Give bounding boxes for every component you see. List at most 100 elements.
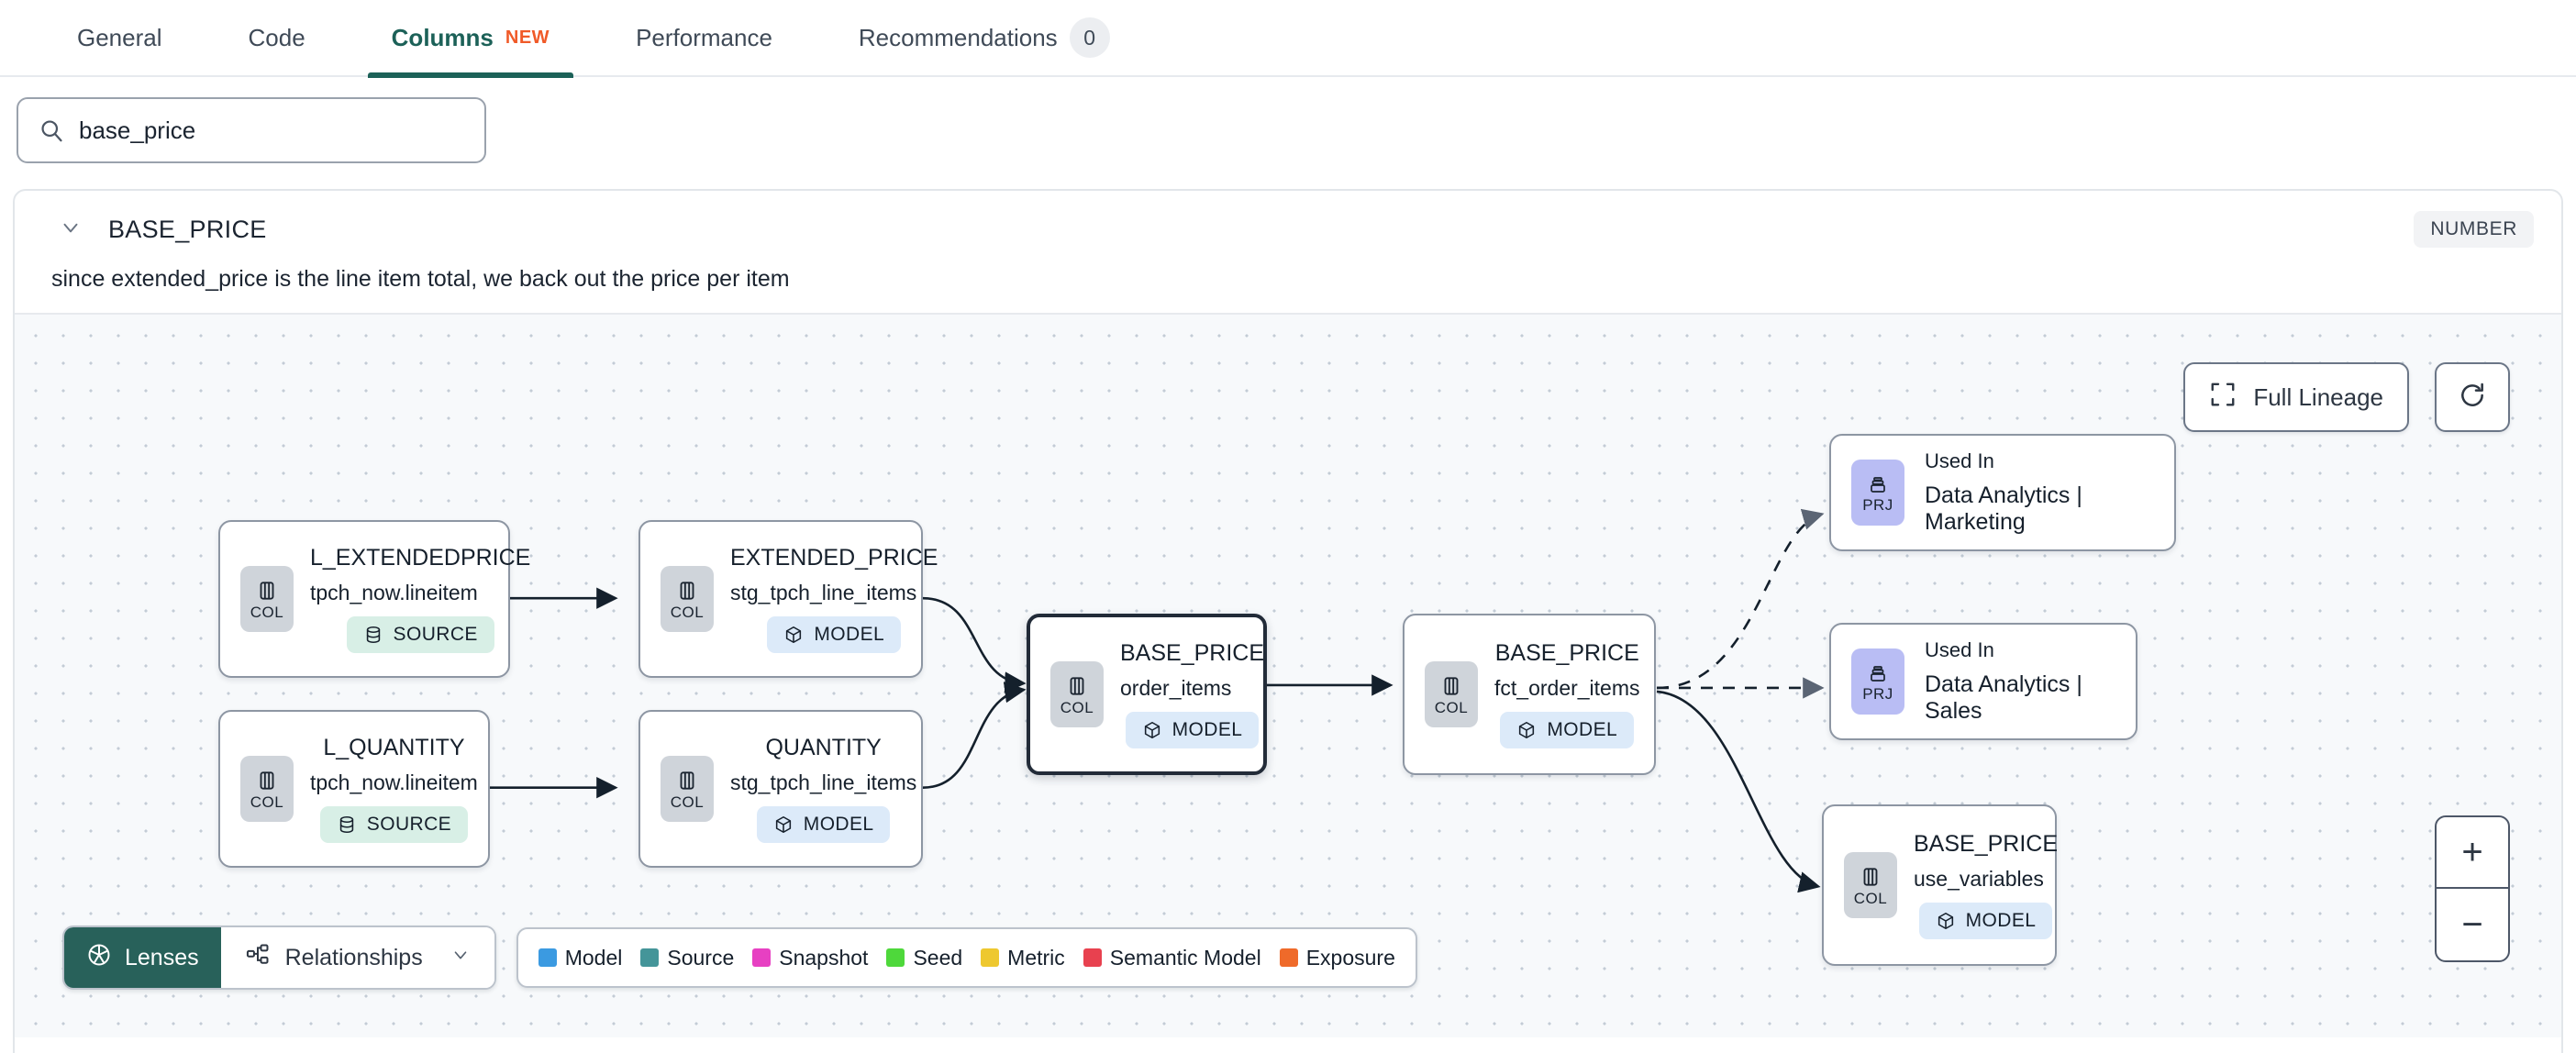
search-icon — [39, 117, 64, 143]
tab-label: General — [77, 23, 162, 51]
tab-code[interactable]: Code — [225, 0, 329, 76]
tab-general[interactable]: General — [53, 0, 186, 76]
column-icon: COL — [1425, 661, 1478, 727]
zoom-out-button[interactable]: − — [2461, 903, 2483, 945]
expand-icon — [2209, 381, 2237, 415]
node-pill-label: MODEL — [1965, 910, 2037, 931]
legend-item-exposure: Exposure — [1279, 945, 1395, 970]
legend-swatch — [1083, 948, 1102, 967]
project-icon: PRJ — [1851, 648, 1904, 715]
legend-label: Model — [564, 945, 623, 970]
node-subtitle: tpch_now.lineitem — [310, 770, 478, 794]
canvas-bottom-bar: Lenses Relationships — [62, 926, 1417, 990]
chevron-down-icon[interactable] — [450, 945, 471, 970]
lineage-canvas[interactable]: Full Lineage + − COL L_EXTENDEDP — [15, 313, 2561, 1037]
node-pill-label: MODEL — [1547, 719, 1618, 740]
cube-icon — [786, 626, 802, 644]
node-subtitle: Data Analytics | Marketing — [1925, 482, 2082, 535]
column-icon-label: COL — [1853, 889, 1888, 907]
node-pill-label: MODEL — [814, 624, 885, 645]
column-icon-label: COL — [250, 603, 284, 621]
tab-columns[interactable]: Columns NEW — [367, 0, 574, 78]
legend-label: Semantic Model — [1109, 945, 1261, 970]
column-icon-label: COL — [250, 793, 284, 811]
node-type-pill: MODEL — [1500, 712, 1635, 748]
legend-label: Snapshot — [779, 945, 869, 970]
new-badge: NEW — [505, 27, 550, 48]
tab-label: Columns — [391, 23, 494, 51]
column-icon-label: COL — [670, 603, 705, 621]
refresh-icon — [2458, 381, 2487, 415]
node-subtitle: Data Analytics | Sales — [1925, 671, 2082, 724]
database-icon — [366, 626, 380, 644]
lineage-node-extended-price[interactable]: COL EXTENDED_PRICE stg_tpch_line_items M… — [638, 520, 938, 678]
aperture-icon — [86, 942, 112, 974]
cube-icon — [775, 815, 791, 834]
column-icon: COL — [240, 756, 294, 822]
column-icon: COL — [1844, 852, 1897, 918]
legend-item-metric: Metric — [981, 946, 1065, 970]
node-title: L_QUANTITY — [323, 735, 465, 760]
relationships-button[interactable]: Relationships — [220, 927, 494, 988]
lineage-edges — [472, 508, 1825, 893]
tab-recommendations[interactable]: Recommendations 0 — [835, 0, 1134, 76]
node-title: BASE_PRICE — [1120, 640, 1265, 666]
lineage-node-base-price-fct-order-items[interactable]: COL BASE_PRICE fct_order_items MODEL — [1403, 614, 1656, 775]
column-icon-label: COL — [1060, 698, 1094, 716]
node-title: BASE_PRICE — [1914, 831, 2059, 857]
node-type-pill: SOURCE — [319, 806, 469, 843]
column-icon-label: COL — [670, 793, 705, 811]
legend-label: Metric — [1007, 945, 1065, 970]
legend-item-seed: Seed — [886, 946, 962, 970]
node-type-pill: SOURCE — [346, 616, 494, 653]
lineage-node-base-price-use-variables[interactable]: COL BASE_PRICE use_variables MODEL — [1822, 804, 2059, 966]
search-box[interactable] — [17, 97, 486, 163]
node-type-pill: MODEL — [767, 616, 902, 653]
lineage-node-l-extendedprice[interactable]: COL L_EXTENDEDPRICE tpch_now.lineitem SO… — [218, 520, 530, 678]
refresh-button[interactable] — [2435, 362, 2510, 432]
legend-swatch — [981, 948, 1000, 967]
search-input[interactable] — [79, 116, 464, 145]
node-title: QUANTITY — [765, 735, 882, 760]
tab-label: Performance — [636, 23, 772, 51]
search-row — [0, 77, 2576, 182]
tab-performance[interactable]: Performance — [612, 0, 796, 76]
legend-item-model: Model — [538, 945, 623, 970]
node-title: Used In — [1925, 449, 1994, 472]
zoom-controls[interactable]: + − — [2435, 815, 2510, 962]
lineage-node-project-marketing[interactable]: PRJ Used In Data Analytics | Marketing — [1829, 434, 2176, 551]
full-lineage-label: Full Lineage — [2253, 382, 2383, 411]
legend-swatch — [886, 948, 905, 967]
node-subtitle: order_items — [1120, 676, 1232, 700]
full-lineage-button[interactable]: Full Lineage — [2183, 362, 2409, 432]
cube-icon — [1144, 721, 1160, 739]
node-pill-label: SOURCE — [393, 624, 478, 645]
legend-label: Exposure — [1305, 945, 1395, 970]
project-icon: PRJ — [1851, 460, 1904, 526]
relationships-label: Relationships — [284, 944, 423, 970]
lineage-node-l-quantity[interactable]: COL L_QUANTITY tpch_now.lineitem SOURCE — [218, 710, 490, 868]
chevron-down-icon[interactable] — [59, 216, 83, 244]
node-title: L_EXTENDEDPRICE — [310, 545, 531, 571]
relationships-icon — [245, 942, 271, 974]
column-card: BASE_PRICE NUMBER since extended_price i… — [13, 189, 2563, 1053]
lenses-button[interactable]: Lenses — [64, 927, 221, 988]
node-title: Used In — [1925, 638, 1994, 661]
column-type-badge: NUMBER — [2414, 211, 2534, 248]
lineage-node-quantity[interactable]: COL QUANTITY stg_tpch_line_items MODEL — [638, 710, 923, 868]
node-pill-label: MODEL — [1171, 719, 1243, 740]
column-header[interactable]: BASE_PRICE NUMBER — [15, 191, 2561, 253]
tab-label: Recommendations — [858, 23, 1058, 51]
column-icon-label: COL — [1434, 698, 1469, 716]
node-type-pill: MODEL — [1125, 712, 1260, 748]
tab-bar: General Code Columns NEW Performance Rec… — [0, 0, 2576, 78]
project-icon-label: PRJ — [1862, 684, 1893, 703]
column-icon: COL — [661, 566, 714, 632]
lineage-node-base-price-order-items[interactable]: COL BASE_PRICE order_items MODEL — [1027, 614, 1267, 775]
lineage-node-project-sales[interactable]: PRJ Used In Data Analytics | Sales — [1829, 623, 2137, 740]
zoom-in-button[interactable]: + — [2437, 817, 2508, 889]
legend-item-source: Source — [640, 946, 734, 970]
lenses-label: Lenses — [125, 944, 199, 970]
legend-item-snapshot: Snapshot — [752, 946, 868, 970]
lenses-group: Lenses Relationships — [62, 926, 496, 990]
